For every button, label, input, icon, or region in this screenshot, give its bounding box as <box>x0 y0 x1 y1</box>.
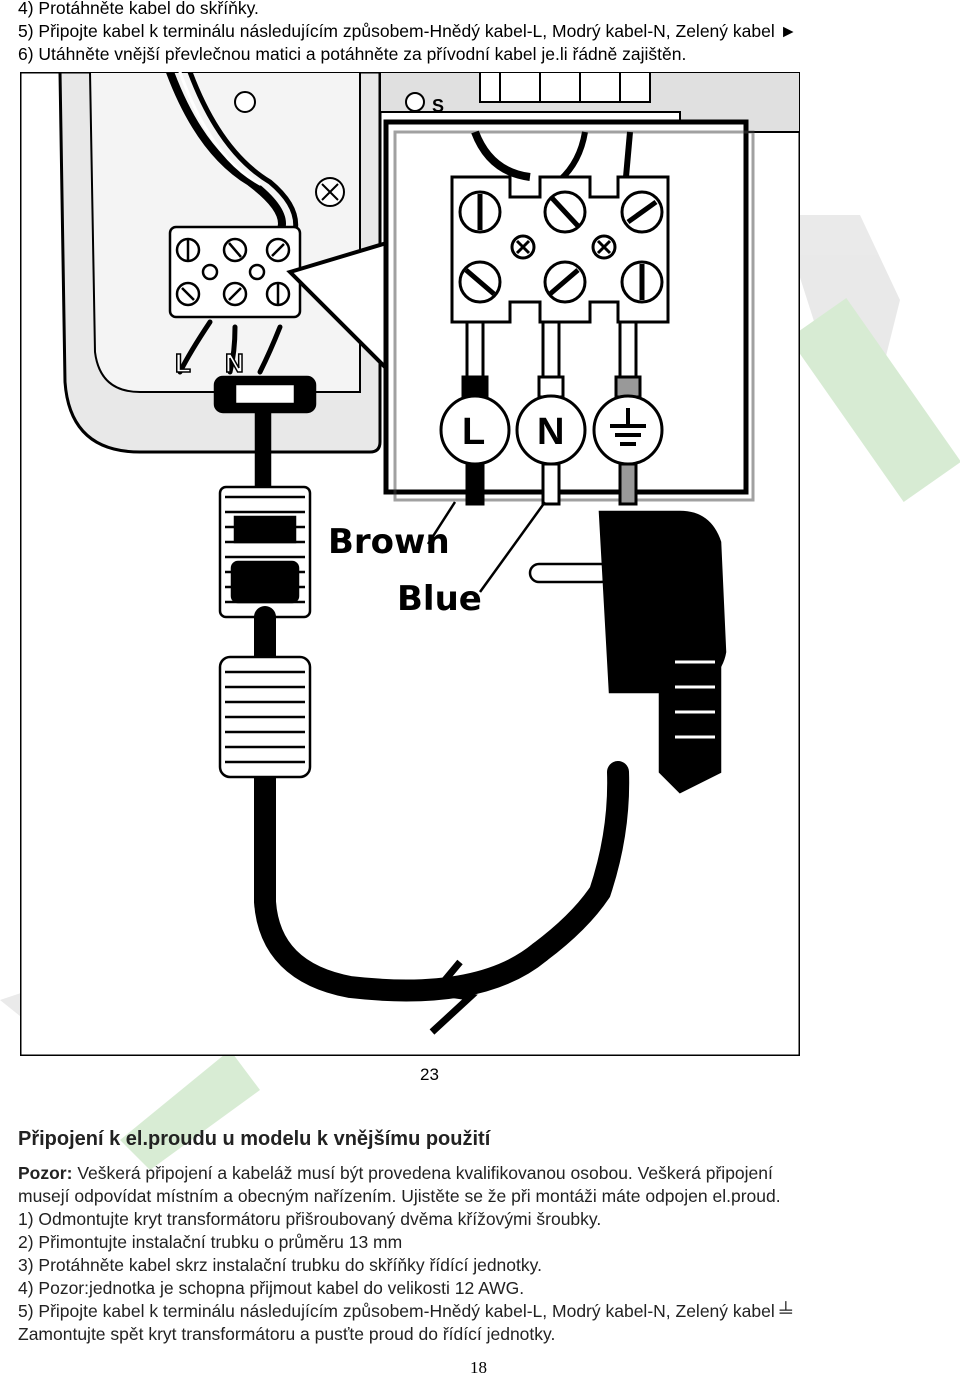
panel-s-label: S <box>432 96 444 116</box>
page-number: 18 <box>470 1358 487 1377</box>
step-4-line: 4) Protáhněte kabel do skříňky. <box>18 0 259 18</box>
step-6-line: 6) Utáhněte vnější převlečnou matici a p… <box>18 44 687 64</box>
lightning-icon <box>428 959 478 1035</box>
power-plug <box>528 510 727 794</box>
terminal-callout: L N <box>286 119 755 506</box>
body-line: Zamontujte spět kryt transformátoru a pu… <box>18 1324 556 1344</box>
warning-line: Pozor: Veškerá připojení a kabeláž musí … <box>18 1162 773 1184</box>
blue-label: Blue <box>397 579 482 619</box>
body-line: 3) Protáhněte kabel skrz instalační trub… <box>18 1255 542 1275</box>
small-terminal-block: L N <box>168 225 302 379</box>
small-n-label: N <box>225 348 244 378</box>
body-line: musejí odpovídat místním a obecným naříz… <box>18 1186 781 1206</box>
step-5-line: 5) Připojte kabel k terminálu následujíc… <box>18 21 797 41</box>
small-l-label: L <box>175 348 191 378</box>
body-line: 2) Přimontujte instalační trubku o průmě… <box>18 1232 403 1252</box>
terminal-n-label: N <box>537 411 564 453</box>
wiring-illustration: S L N <box>20 72 800 1056</box>
warning-text: Veškerá připojení a kabeláž musí být pro… <box>72 1163 773 1183</box>
figure-caption: 23 <box>420 1065 439 1084</box>
body-line: 4) Pozor:jednotka je schopna přijmout ka… <box>18 1278 525 1298</box>
ground-icon <box>610 408 646 446</box>
brown-label: Brown <box>328 522 450 562</box>
body-line: 5) Připojte kabel k terminálu následujíc… <box>18 1301 792 1321</box>
warning-label: Pozor: <box>18 1163 73 1183</box>
terminal-l-label: L <box>462 411 485 453</box>
body-line: 1) Odmontujte kryt transformátoru přišro… <box>18 1209 602 1229</box>
section-heading: Připojení k el.proudu u modelu k vnějším… <box>18 1128 491 1150</box>
